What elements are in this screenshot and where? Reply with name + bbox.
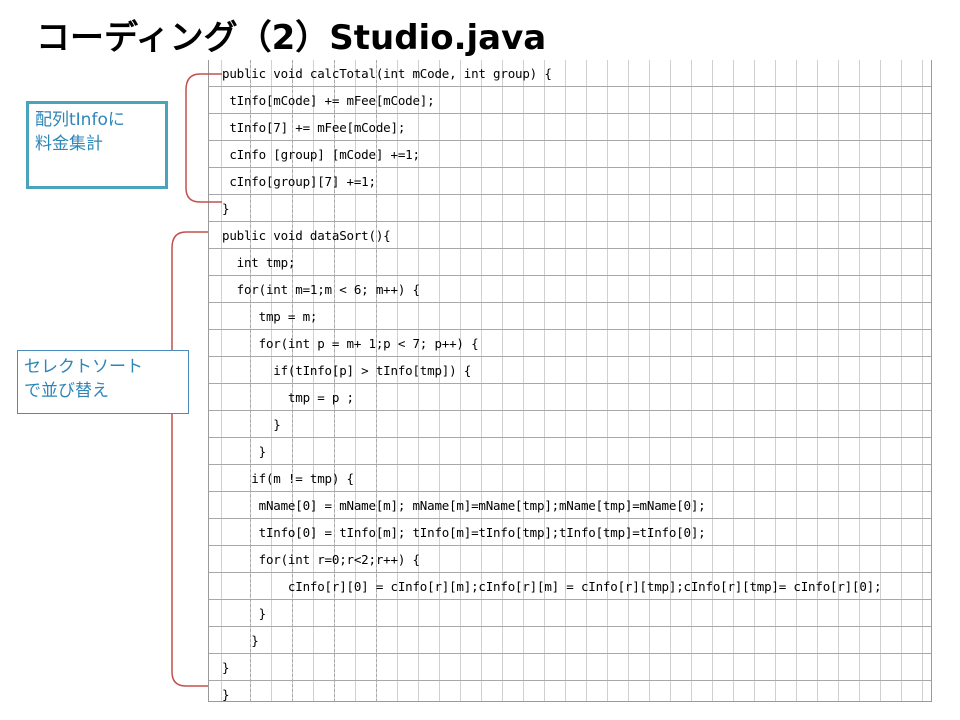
code-line: if(tInfo[p] > tInfo[tmp]) { <box>222 363 472 378</box>
code-line: } <box>222 687 230 702</box>
code-line: cInfo[r][0] = cInfo[r][m];cInfo[r][m] = … <box>222 579 882 594</box>
code-line: } <box>222 444 267 459</box>
code-line: } <box>222 633 259 648</box>
code-line: public void dataSort(){ <box>222 228 391 243</box>
code-line: } <box>222 417 281 432</box>
code-line: tInfo[mCode] += mFee[mCode]; <box>222 93 435 108</box>
grid-column-line <box>376 60 377 702</box>
code-line: for(int m=1;m < 6; m++) { <box>222 282 420 297</box>
code-line: if(m != tmp) { <box>222 471 354 486</box>
code-line: } <box>222 660 230 675</box>
code-line: cInfo[group][7] +=1; <box>222 174 376 189</box>
code-line: public void calcTotal(int mCode, int gro… <box>222 66 552 81</box>
code-line: cInfo [group] [mCode] +=1; <box>222 147 420 162</box>
code-line: tmp = m; <box>222 309 318 324</box>
slide-title: コーディング（2）Studio.java <box>36 18 547 58</box>
grid-column-line <box>250 60 251 702</box>
code-line: } <box>222 606 267 621</box>
code-line: tInfo[7] += mFee[mCode]; <box>222 120 406 135</box>
grid-column-line <box>292 60 293 702</box>
code-line: for(int p = m+ 1;p < 7; p++) { <box>222 336 479 351</box>
note-aggregate: 配列tInfoに 料金集計 <box>26 101 168 189</box>
bracket-data-sort <box>171 231 208 687</box>
code-line: tInfo[0] = tInfo[m]; tInfo[m]=tInfo[tmp]… <box>222 525 706 540</box>
grid-column-line <box>334 60 335 702</box>
code-line: int tmp; <box>222 255 296 270</box>
bracket-calc-total <box>185 73 222 203</box>
code-line: for(int r=0;r<2;r++) { <box>222 552 420 567</box>
code-line: tmp = p ; <box>222 390 354 405</box>
note-selection-sort: セレクトソート で並び替え <box>17 350 189 414</box>
code-line: mName[0] = mName[m]; mName[m]=mName[tmp]… <box>222 498 706 513</box>
code-grid-sheet <box>208 60 932 702</box>
code-line: } <box>222 201 230 216</box>
